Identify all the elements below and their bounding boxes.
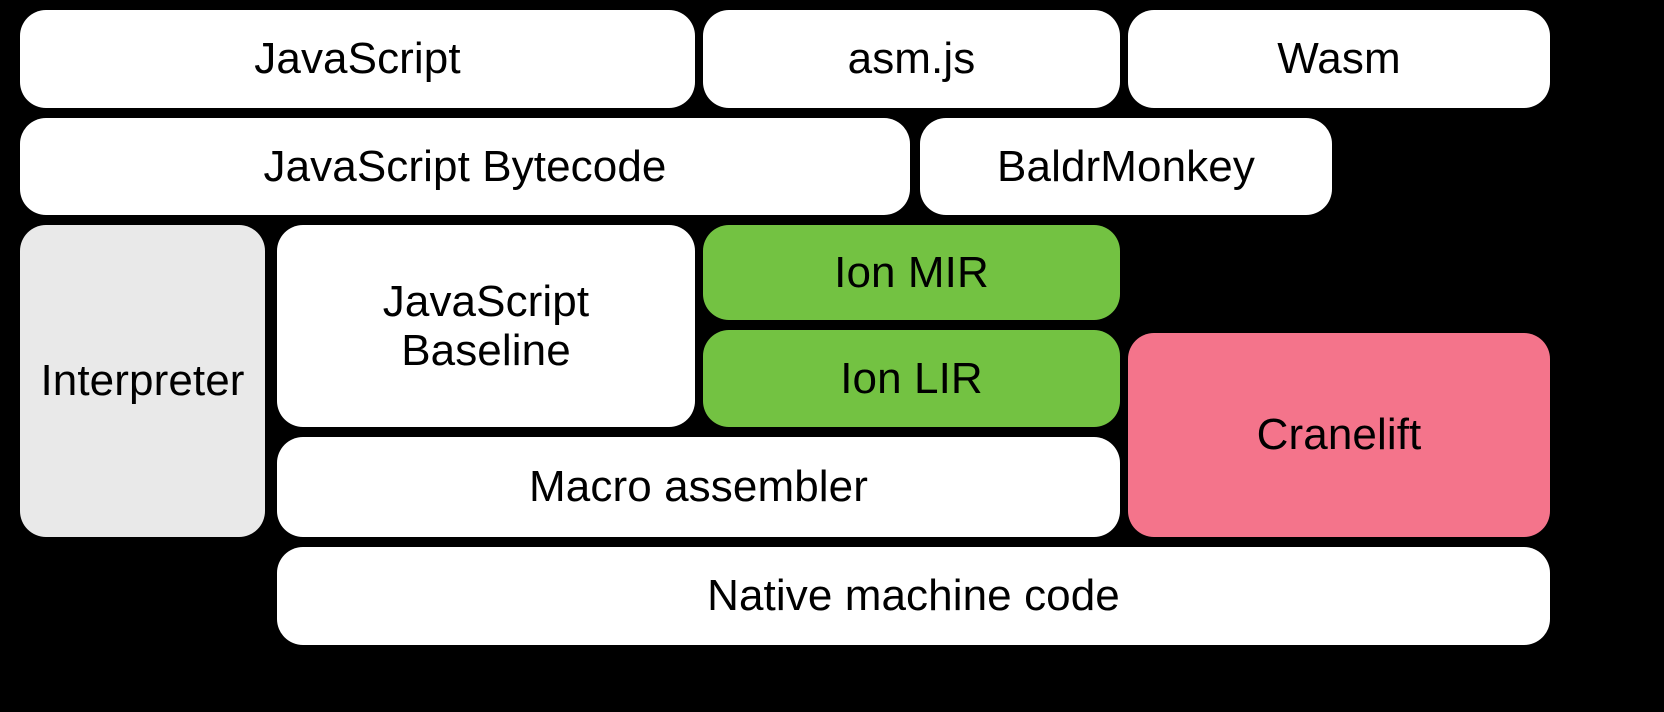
node-javascript[interactable]: JavaScript: [20, 10, 695, 108]
node-ion-mir[interactable]: Ion MIR: [703, 225, 1120, 320]
node-wasm[interactable]: Wasm: [1128, 10, 1550, 108]
node-asmjs[interactable]: asm.js: [703, 10, 1120, 108]
node-ion-lir[interactable]: Ion LIR: [703, 330, 1120, 427]
node-javascript-baseline[interactable]: JavaScript Baseline: [277, 225, 695, 427]
node-native-machine-code[interactable]: Native machine code: [277, 547, 1550, 645]
node-cranelift[interactable]: Cranelift: [1128, 333, 1550, 537]
node-baldrmonkey[interactable]: BaldrMonkey: [920, 118, 1332, 215]
node-javascript-bytecode[interactable]: JavaScript Bytecode: [20, 118, 910, 215]
node-macro-assembler[interactable]: Macro assembler: [277, 437, 1120, 537]
node-interpreter[interactable]: Interpreter: [20, 225, 265, 537]
